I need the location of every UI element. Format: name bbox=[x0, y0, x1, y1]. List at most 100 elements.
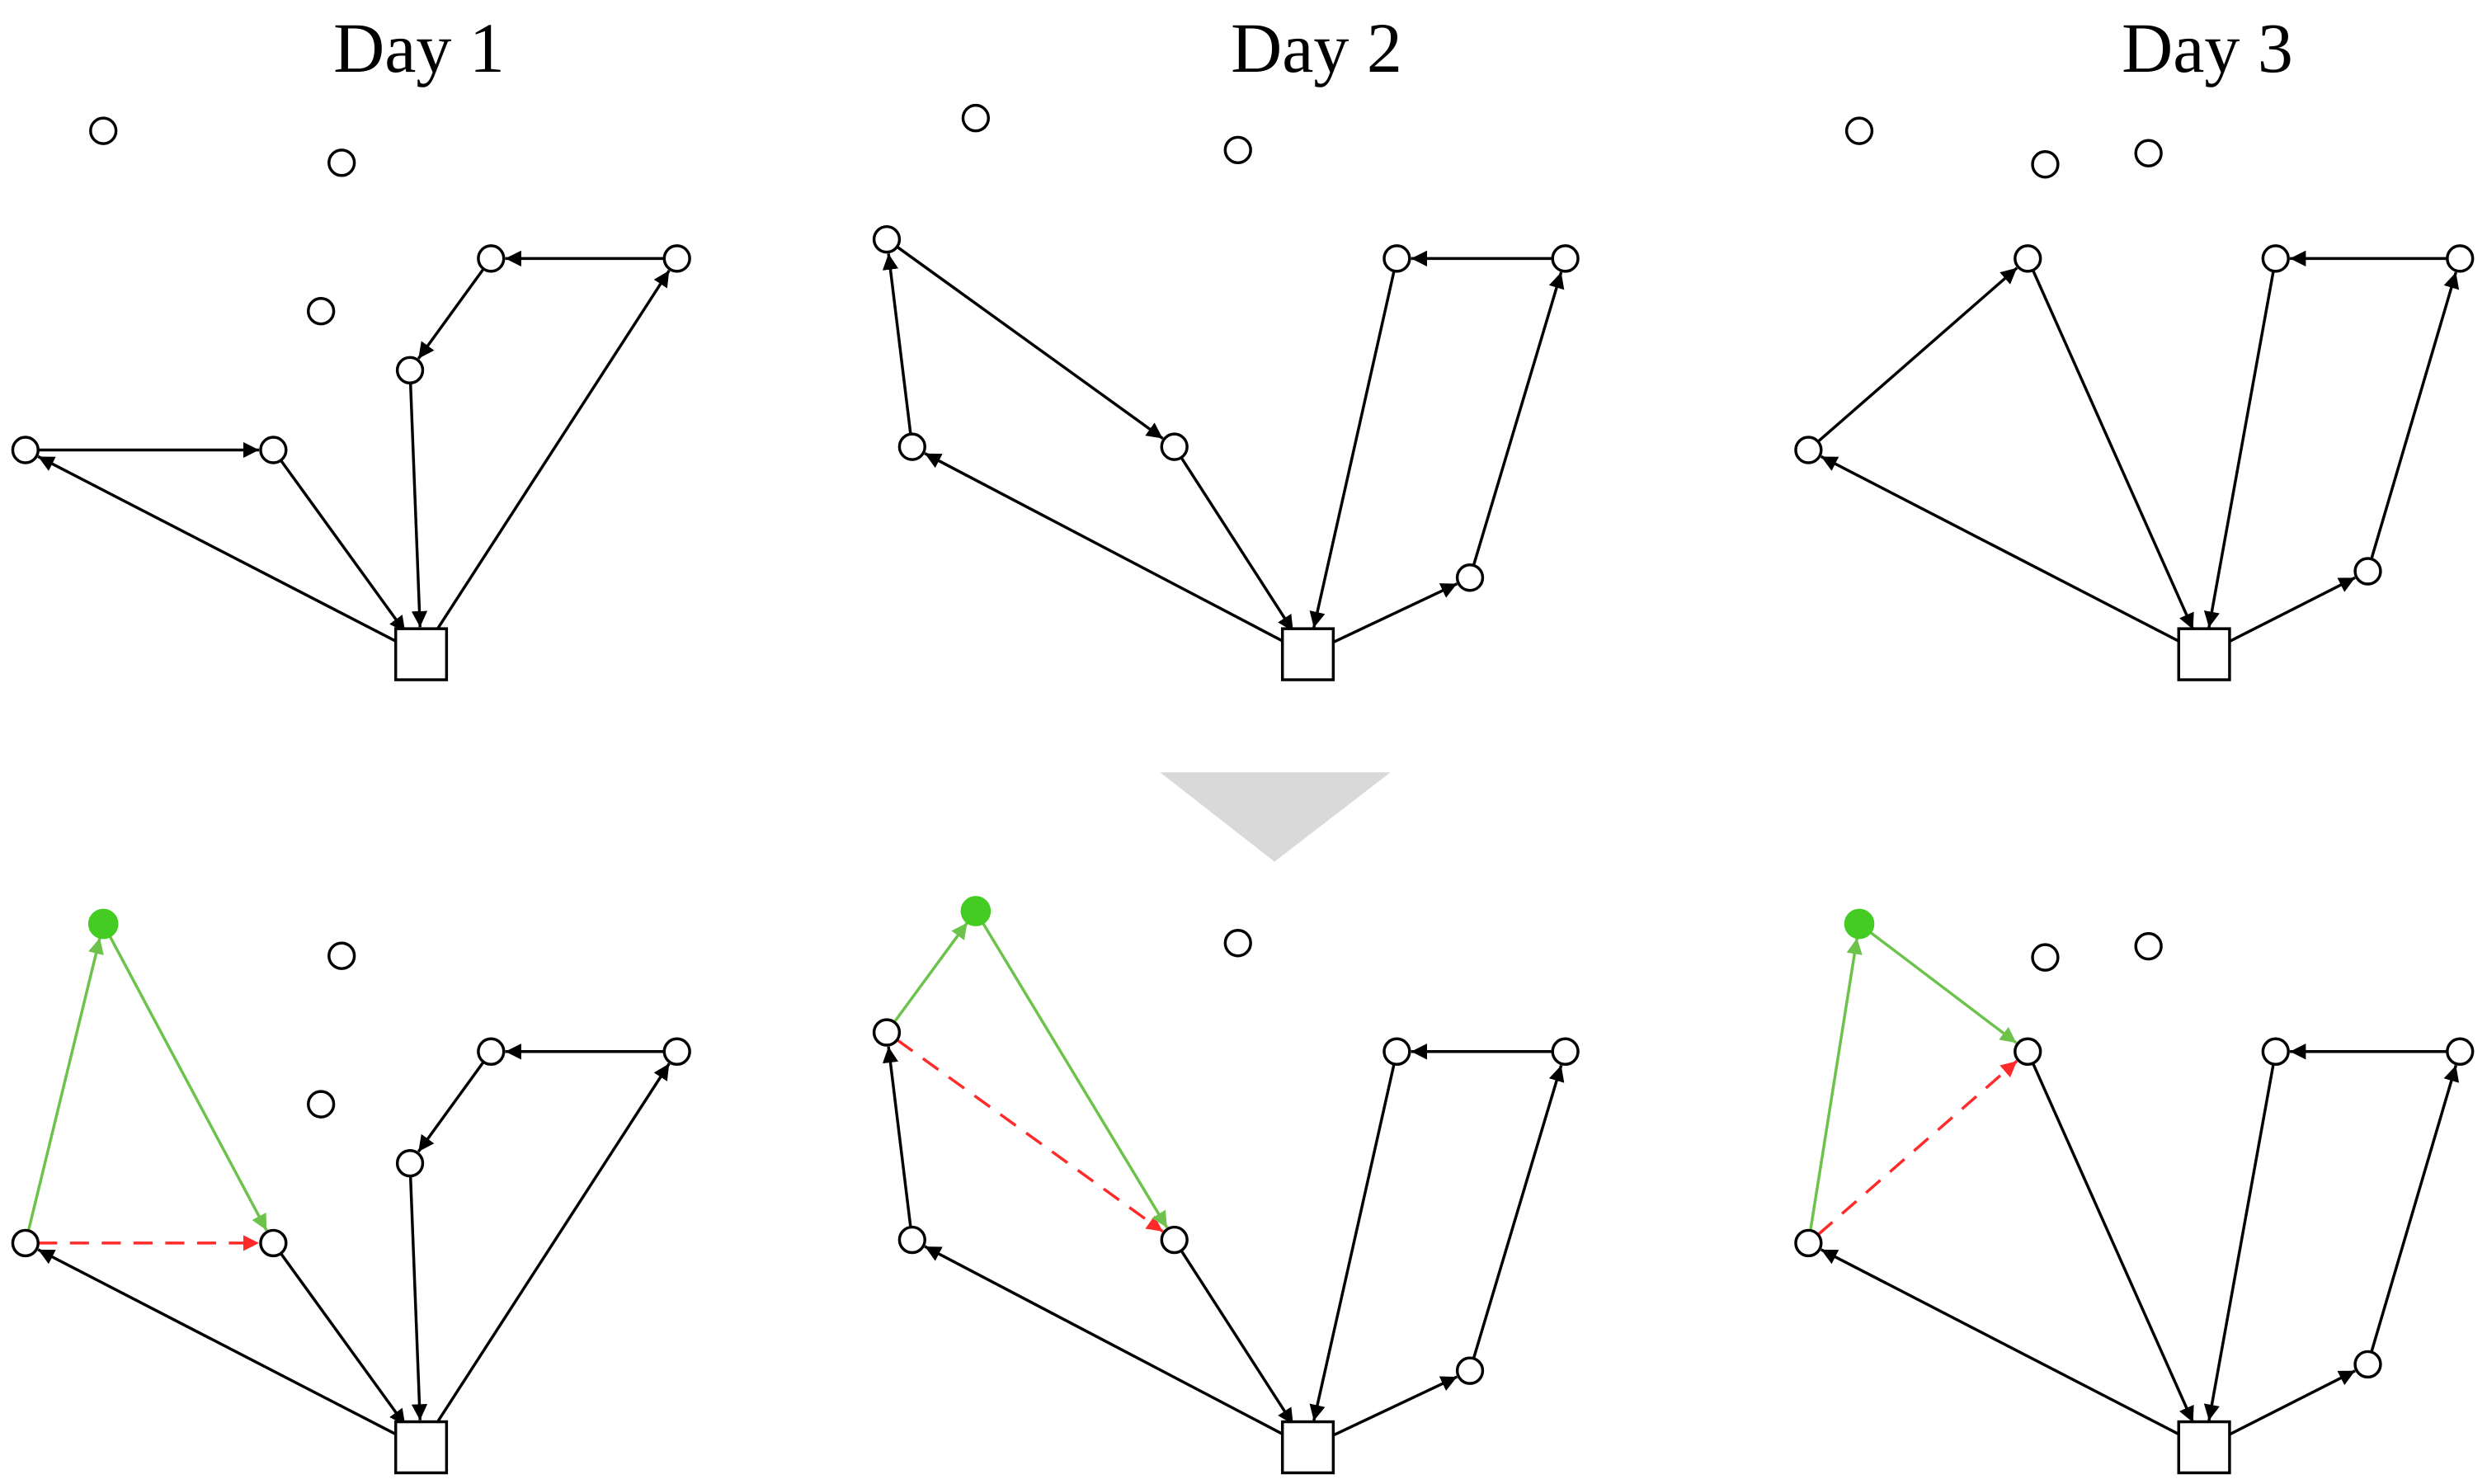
route-edge bbox=[2370, 1064, 2460, 1353]
inserted-customer-node bbox=[87, 908, 119, 940]
route-edge bbox=[37, 1248, 399, 1437]
depot-square bbox=[2177, 1420, 2231, 1475]
route-edge bbox=[408, 1175, 428, 1420]
customer-node bbox=[477, 1037, 506, 1066]
customer-node bbox=[662, 1037, 691, 1066]
route-edge bbox=[417, 267, 485, 360]
customer-node bbox=[2261, 1037, 2290, 1066]
customer-node bbox=[2353, 557, 2382, 586]
day-2-after-panel bbox=[872, 896, 1580, 1475]
panels-layer bbox=[11, 103, 2475, 1475]
route-edge bbox=[280, 1252, 407, 1426]
inserted-route-edge bbox=[107, 934, 268, 1232]
route-edge bbox=[2370, 271, 2460, 560]
route-edge bbox=[1180, 1250, 1295, 1425]
customer-node bbox=[2134, 931, 2163, 961]
customer-node bbox=[395, 356, 425, 384]
route-edge bbox=[1330, 582, 1458, 645]
customer-node bbox=[2031, 943, 2060, 972]
inserted-route-edge bbox=[1809, 937, 1863, 1231]
route-edge bbox=[2203, 1063, 2275, 1421]
customer-node bbox=[259, 436, 288, 464]
route-edge bbox=[882, 253, 912, 435]
customer-node bbox=[2353, 1350, 2382, 1379]
depot-square bbox=[393, 1420, 449, 1475]
route-edge bbox=[1330, 1375, 1458, 1438]
route-edge bbox=[408, 383, 428, 628]
customer-node bbox=[2446, 1037, 2475, 1066]
route-edge bbox=[2031, 269, 2195, 630]
customer-node bbox=[307, 296, 336, 326]
route-edge bbox=[2203, 271, 2275, 629]
transition-arrow bbox=[1160, 772, 1391, 862]
route-edge bbox=[37, 455, 399, 644]
customer-node bbox=[259, 1228, 288, 1258]
customer-node bbox=[1223, 135, 1252, 165]
inserted-route-edge bbox=[26, 937, 104, 1232]
customer-node bbox=[327, 941, 356, 970]
customer-node bbox=[1223, 929, 1252, 958]
day-3-title: Day 3 bbox=[2122, 8, 2293, 87]
depot-square bbox=[2177, 627, 2231, 681]
customer-node bbox=[2031, 150, 2060, 179]
customer-node bbox=[1551, 244, 1580, 273]
day-2-title: Day 2 bbox=[1231, 8, 1402, 87]
customer-node bbox=[1844, 116, 1874, 145]
customer-node bbox=[662, 244, 691, 273]
route-edge bbox=[1180, 456, 1295, 633]
customer-node bbox=[872, 224, 902, 254]
customer-node bbox=[1160, 432, 1189, 461]
customer-node bbox=[11, 436, 40, 464]
route-edge bbox=[1309, 271, 1396, 629]
inserted-route-edge bbox=[981, 921, 1169, 1229]
route-edge bbox=[882, 1046, 912, 1227]
day-2-before-panel bbox=[872, 103, 1580, 681]
route-edge bbox=[2226, 1369, 2356, 1438]
route-edge bbox=[896, 245, 1164, 440]
customer-node bbox=[1551, 1037, 1580, 1066]
day-1-title: Day 1 bbox=[333, 8, 505, 87]
route-edge bbox=[1821, 1248, 2183, 1437]
customer-node bbox=[11, 1228, 40, 1258]
removed-route-edge bbox=[896, 1039, 1164, 1233]
customer-node bbox=[2014, 1037, 2042, 1066]
customer-node bbox=[2134, 139, 2163, 167]
route-edge bbox=[1816, 266, 2018, 443]
customer-node bbox=[1455, 563, 1485, 592]
route-edge bbox=[417, 1061, 485, 1153]
customer-node bbox=[477, 244, 506, 273]
inserted-customer-node bbox=[960, 896, 992, 926]
depot-square bbox=[393, 627, 449, 681]
route-edge bbox=[1821, 455, 2183, 644]
route-edge bbox=[2031, 1062, 2195, 1424]
route-edge bbox=[1472, 1064, 1565, 1359]
customer-node bbox=[1794, 1228, 1823, 1258]
route-edge bbox=[433, 1062, 671, 1427]
depot-square bbox=[1280, 627, 1335, 681]
customer-node bbox=[2261, 244, 2290, 273]
customer-node bbox=[1794, 436, 1823, 464]
customer-node bbox=[1160, 1225, 1189, 1255]
route-edge bbox=[433, 270, 671, 634]
customer-node bbox=[1382, 1037, 1411, 1066]
day-3-before-panel bbox=[1794, 116, 2475, 681]
depot-square bbox=[1280, 1420, 1335, 1475]
customer-node bbox=[327, 148, 356, 177]
customer-node bbox=[1382, 244, 1411, 273]
customer-node bbox=[307, 1090, 336, 1119]
inserted-customer-node bbox=[1844, 908, 1875, 940]
route-edge bbox=[280, 459, 407, 634]
inserted-route-edge bbox=[893, 921, 968, 1024]
removed-route-edge bbox=[1816, 1059, 2018, 1237]
inserted-route-edge bbox=[1868, 930, 2018, 1044]
route-edge bbox=[924, 452, 1287, 644]
route-edge bbox=[924, 1245, 1287, 1437]
customer-node bbox=[89, 116, 118, 145]
day-1-after-panel bbox=[11, 908, 691, 1475]
route-edge bbox=[1309, 1063, 1396, 1421]
route-edge bbox=[2226, 576, 2356, 644]
route-edge bbox=[1472, 271, 1565, 566]
customer-node bbox=[961, 103, 991, 133]
customer-node bbox=[897, 1225, 926, 1255]
